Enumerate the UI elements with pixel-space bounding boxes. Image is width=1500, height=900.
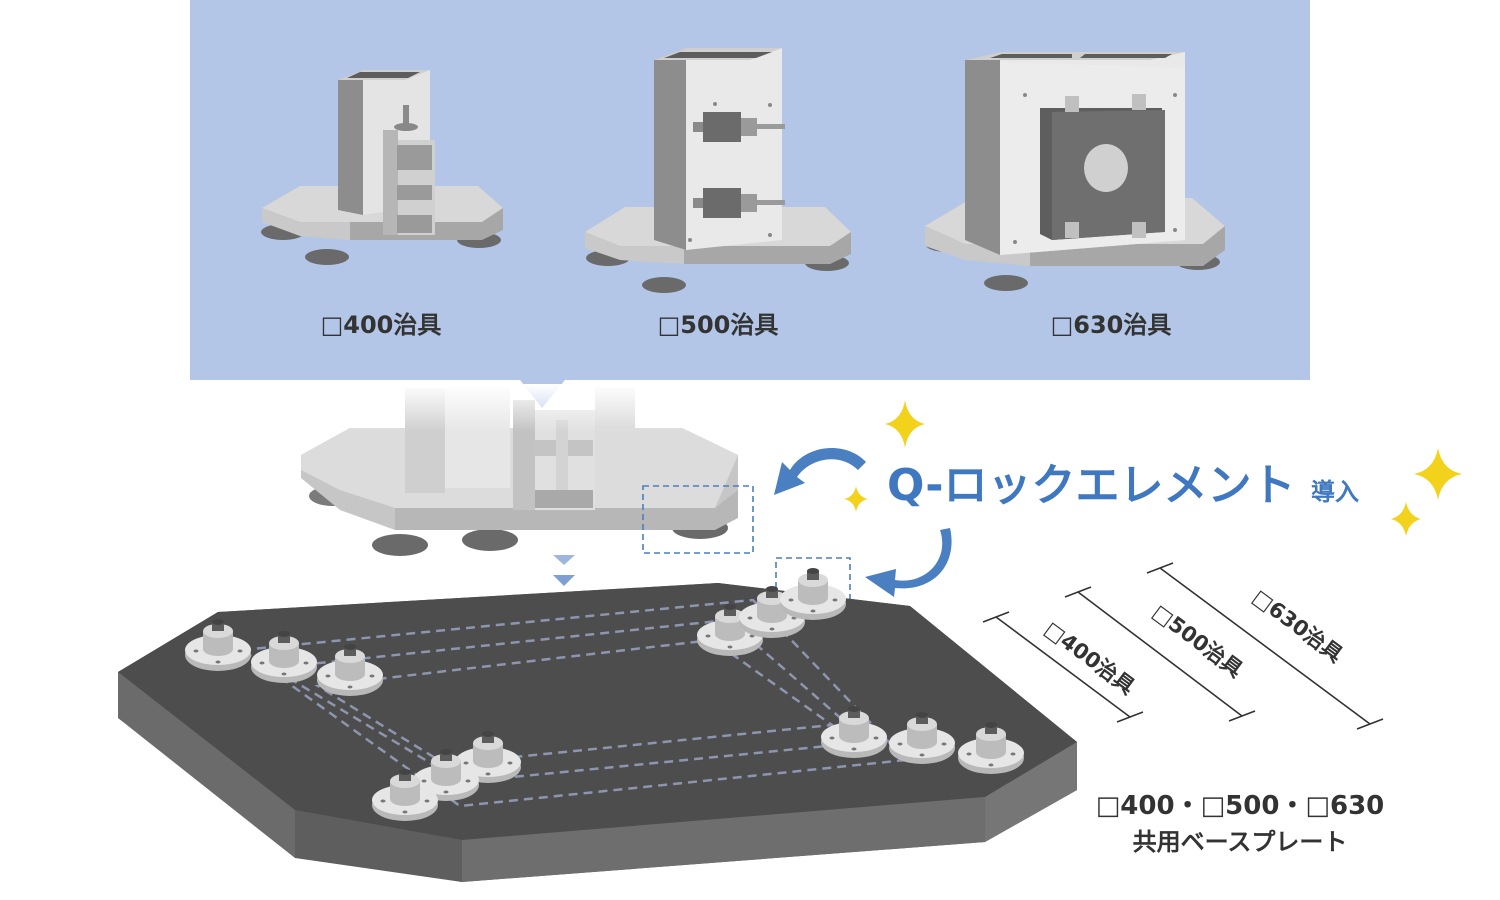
sparkle-icon xyxy=(844,486,868,512)
curved-arrow-icon xyxy=(774,448,866,495)
q-lock-title: Q-ロックエレメント xyxy=(887,460,1295,511)
curved-arrow-icon xyxy=(865,528,952,597)
fixture-400-illustration xyxy=(261,70,503,265)
fixture-630-label: □630治具 xyxy=(1051,311,1172,339)
sparkle-icons xyxy=(844,400,1462,536)
dimension-lines xyxy=(982,562,1384,730)
callout-arrows xyxy=(774,448,952,597)
base-plate-title: 共用ベースプレート xyxy=(1133,828,1348,856)
rail-guides xyxy=(238,598,909,808)
fixture-630-illustration xyxy=(925,52,1225,291)
focus-box-fixture xyxy=(642,485,754,554)
dimension-500-label: □500治具 xyxy=(1148,600,1247,682)
q-lock-suffix: 導入 xyxy=(1311,478,1359,506)
sparkle-icon xyxy=(885,400,925,448)
fixture-400-label: □400治具 xyxy=(321,311,442,339)
down-arrow-icon xyxy=(553,555,575,565)
sparkle-icon xyxy=(1391,502,1421,536)
fixture-500-illustration xyxy=(585,48,851,293)
base-plate-sizes: □400・□500・□630 xyxy=(1096,791,1385,821)
sparkle-icon xyxy=(1414,448,1462,500)
fixture-500-label: □500治具 xyxy=(658,311,779,339)
lowering-fixture xyxy=(280,384,760,556)
dimension-630-label: □630治具 xyxy=(1248,585,1347,667)
down-arrow-icon xyxy=(553,575,575,586)
